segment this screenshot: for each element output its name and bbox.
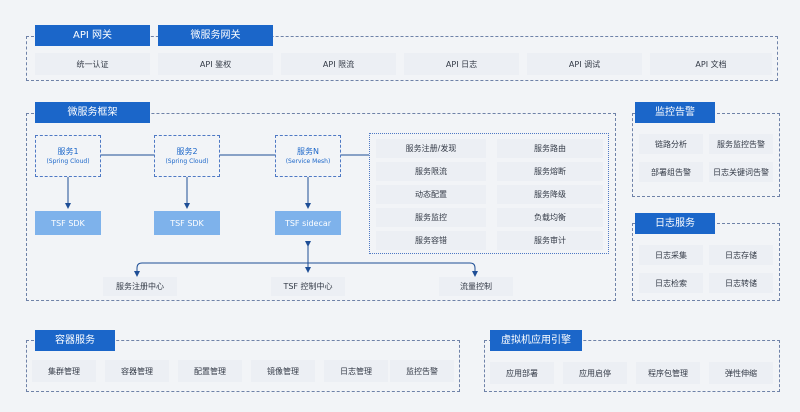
log-search: 日志检索	[639, 273, 703, 293]
log-collection: 日志采集	[639, 245, 703, 265]
service-n-name: 服务N	[297, 147, 319, 156]
cap-dynamic-config: 动态配置	[376, 185, 486, 204]
log-management: 日志管理	[324, 360, 388, 382]
api-rate-limit: API 限流	[281, 53, 396, 75]
package-management: 程序包管理	[636, 362, 700, 384]
registry-center: 服务注册中心	[103, 277, 177, 296]
cap-load-balancing: 负载均衡	[497, 208, 603, 227]
api-authorization: API 鉴权	[158, 53, 273, 75]
service-n-box: 服务N (Service Mesh)	[275, 135, 341, 177]
traffic-control: 流量控制	[439, 277, 513, 296]
image-management: 镜像管理	[251, 360, 315, 382]
service-2-box: 服务2 (Spring Cloud)	[154, 135, 220, 177]
monitor-section	[632, 113, 780, 197]
cap-fault-tolerance: 服务容错	[376, 231, 486, 250]
tsf-sidecar: TSF sidecar	[275, 211, 341, 235]
container-management: 容器管理	[105, 360, 169, 382]
tsf-sdk-1: TSF SDK	[35, 211, 101, 235]
deploy-group-alert: 部署组告警	[639, 162, 703, 182]
api-debug: API 调试	[527, 53, 642, 75]
api-docs: API 文档	[650, 53, 772, 75]
monitor-title: 监控告警	[635, 102, 715, 123]
bracket-control-plane	[136, 262, 476, 274]
log-dump: 日志转储	[709, 273, 773, 293]
container-section	[26, 340, 460, 392]
trace-analysis: 链路分析	[639, 134, 703, 154]
app-deploy: 应用部署	[490, 362, 554, 384]
api-log: API 日志	[404, 53, 519, 75]
service-2-stack: (Spring Cloud)	[165, 158, 209, 165]
tab-api-gateway[interactable]: API 网关	[35, 25, 150, 46]
service-1-box: 服务1 (Spring Cloud)	[35, 135, 101, 177]
api-unified-auth: 统一认证	[35, 53, 150, 75]
tsf-sdk-2: TSF SDK	[154, 211, 220, 235]
service-1-stack: (Spring Cloud)	[46, 158, 90, 165]
cap-degradation: 服务降级	[497, 185, 603, 204]
cap-circuit-breaker: 服务熔断	[497, 162, 603, 181]
api-gateway-section	[26, 36, 778, 81]
service-1-name: 服务1	[57, 147, 79, 156]
log-keyword-alert: 日志关键词告警	[709, 162, 773, 182]
config-management: 配置管理	[178, 360, 242, 382]
vm-section	[484, 340, 780, 392]
cap-audit: 服务审计	[497, 231, 603, 250]
framework-title: 微服务框架	[35, 102, 150, 123]
vm-title: 虚拟机应用引擎	[490, 330, 582, 351]
auto-scaling: 弹性伸缩	[709, 362, 773, 384]
tab-microservice-gateway[interactable]: 微服务网关	[158, 25, 273, 46]
cap-routing: 服务路由	[497, 139, 603, 158]
service-2-name: 服务2	[176, 147, 198, 156]
service-monitor-alert: 服务监控告警	[709, 134, 773, 154]
cap-rate-limiting: 服务限流	[376, 162, 486, 181]
log-storage: 日志存储	[709, 245, 773, 265]
capabilities-box	[369, 133, 609, 254]
cap-registration-discovery: 服务注册/发现	[376, 139, 486, 158]
cluster-management: 集群管理	[32, 360, 96, 382]
tsf-control-center: TSF 控制中心	[271, 277, 345, 296]
service-n-stack: (Service Mesh)	[285, 158, 331, 165]
container-title: 容器服务	[35, 330, 115, 351]
container-monitor-alert: 监控告警	[390, 360, 454, 382]
log-title: 日志服务	[635, 213, 715, 234]
framework-section	[26, 113, 616, 301]
cap-monitoring: 服务监控	[376, 208, 486, 227]
app-start-stop: 应用启停	[563, 362, 627, 384]
